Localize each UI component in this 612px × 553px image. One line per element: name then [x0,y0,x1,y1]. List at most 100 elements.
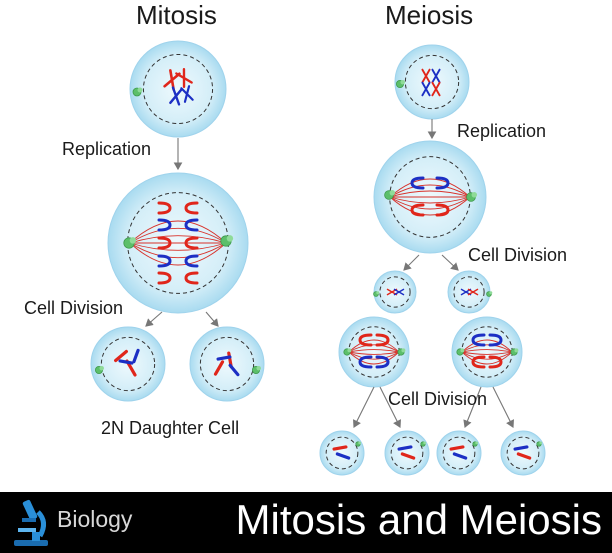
spindle-fiber [461,344,513,353]
spindle-fiber [461,339,513,353]
cells-layer [90,40,546,476]
diagram-canvas [90,40,546,476]
footer-title: Mitosis and Meiosis [235,496,602,543]
flow-arrow [492,386,514,428]
cell-membrane [189,326,265,402]
centrosome [358,441,362,445]
spindle-fiber [348,351,400,365]
chromosome [375,333,390,347]
nucleus-envelope [142,53,214,125]
spindle-fiber [389,184,471,198]
cell-division-label-meiosis-1: Cell Division [468,245,568,265]
mitosis-parent-cell [129,40,227,138]
centrosome [226,235,234,242]
spindle-fiber [129,220,227,244]
meiosis-parent-cell [394,44,470,120]
centrosome [471,192,478,198]
cell-division-label-meiosis-2: Cell Division [388,389,488,409]
chromosome [410,176,425,190]
chromosome [410,203,425,217]
chromosome [452,452,468,460]
flow-arrow [463,386,482,429]
centrosome [400,79,405,85]
chromosome [397,445,413,451]
chromosome [118,359,134,365]
spindle-fiber [129,235,227,244]
flow-arrow [145,311,163,327]
chromosome [435,203,450,217]
spindle-fiber [389,178,471,198]
meiosis-title: Meiosis [385,0,474,30]
chromosome [163,69,181,91]
spindle-fiber [461,351,513,355]
mitosis-title: Mitosis [136,0,217,30]
replication-label-mitosis: Replication [62,139,152,159]
mitosis-metaphase-cell [107,172,249,314]
microscope-icon [14,499,48,546]
spindle-fiber [389,196,471,204]
chromosome [213,360,225,376]
flow-arrow [441,254,459,271]
centrosome [129,237,137,244]
chromosome [157,254,172,268]
footer-category: Biology [57,506,133,532]
chromosome [184,201,199,215]
spindle-fiber [129,228,227,244]
chromosome [335,452,351,460]
spindle-fiber [129,242,227,251]
chromosome [449,445,465,451]
flow-arrow [205,311,219,327]
spindle-fiber [129,242,227,266]
chromosome [216,355,232,361]
chromosome [184,218,199,232]
chromosome [132,348,140,364]
chromosome [431,81,441,97]
meiosis-metaphase-2-cell-2 [451,316,523,388]
flow-arrow [403,254,420,271]
centrosome [347,348,352,353]
chromosome [157,271,172,285]
cell-membrane [129,40,227,138]
chromosome [467,288,479,296]
meiosis-gamete-cell-2 [384,430,430,476]
nucleus-envelope [100,336,156,392]
centrosome [376,291,380,295]
centrosome [460,348,465,353]
chromosome [513,445,529,451]
spindle-fiber [461,349,513,353]
chromosome [421,81,431,97]
spindle-fiber [389,190,471,198]
spindle-fiber [348,339,400,353]
spindle-fiber [129,242,227,258]
flow-arrow [379,386,401,428]
centrosome [137,87,143,93]
spindle-fiber [461,351,513,365]
nucleus-envelope [199,336,255,392]
chromosome [435,176,450,190]
centrosome [401,348,406,353]
centrosome [423,441,427,445]
centrosome [389,190,396,196]
centrosome [256,365,261,371]
chromosome [431,68,441,84]
spindle-fiber [348,351,400,360]
replication-label-meiosis: Replication [457,121,547,141]
meiosis-gamete-cell-3 [436,430,482,476]
chromosome [400,452,416,460]
chromosome [184,271,199,285]
chromosome [169,86,183,106]
spindle-fiber [348,349,400,353]
meiosis-metaphase-2-cell-1 [338,316,410,388]
nucleus-envelope [442,436,476,470]
nucleus-envelope [453,276,485,308]
chromosome [375,355,390,369]
nucleus-envelope [506,436,540,470]
spindle-fiber [348,344,400,353]
spindle-fiber [389,196,471,210]
centrosome [99,365,104,371]
chromosome [393,288,405,296]
meiosis-secondary-cell-2 [447,270,493,314]
daughter-cell-label: 2N Daughter Cell [101,418,240,438]
nucleus-envelope [325,436,359,470]
chromosome [471,333,486,347]
